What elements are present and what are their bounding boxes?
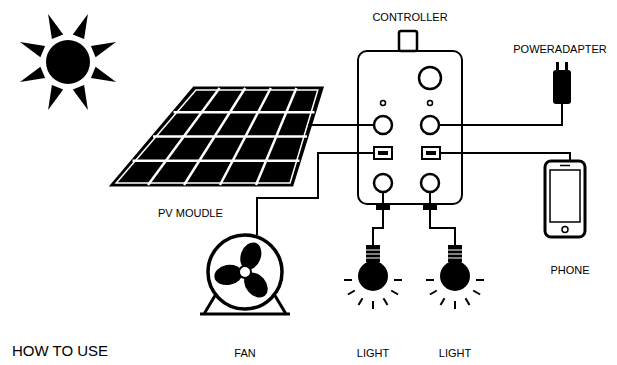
title: HOW TO USE [12, 342, 108, 359]
node-label: FAN [234, 346, 255, 360]
power-adapter: POWERADAPTER [510, 42, 610, 112]
pv-module: PV MOUDLE [108, 86, 320, 220]
light-bulb-icon [344, 245, 402, 309]
phone: PHONE [540, 160, 600, 277]
wire [430, 205, 455, 245]
wire-stub [308, 124, 321, 126]
light: LIGHT [350, 245, 396, 360]
node-label: CONTROLLER [372, 10, 447, 24]
light: LIGHT [432, 245, 478, 360]
wire [373, 205, 383, 245]
node-label: PV MOUDLE [158, 206, 223, 220]
wire [463, 153, 570, 160]
light-bulb-icon [426, 245, 484, 309]
controller-box: CONTROLLER [357, 50, 463, 205]
wire [320, 124, 357, 126]
node-label: PHONE [550, 263, 589, 277]
node-label: LIGHT [439, 346, 471, 360]
wire [257, 153, 357, 235]
power-adapter-icon [553, 62, 571, 113]
controller-parts [357, 31, 463, 210]
node-label: LIGHT [357, 346, 389, 360]
sun-icon [20, 14, 116, 110]
wire [463, 112, 562, 125]
pv-panel [112, 88, 322, 185]
phone-icon [545, 161, 585, 237]
fan: FAN [200, 235, 290, 360]
fan-icon [200, 235, 290, 314]
node-label: POWERADAPTER [513, 42, 607, 56]
